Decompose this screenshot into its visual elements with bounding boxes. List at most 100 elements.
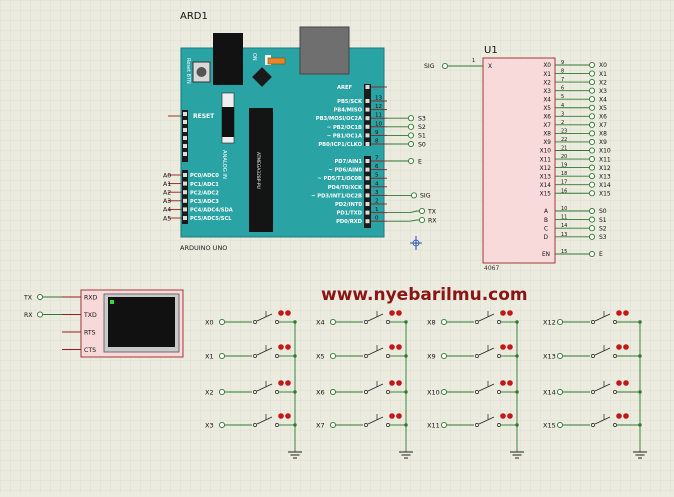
mux-output-terminal[interactable]	[588, 130, 596, 137]
mux-output-terminal[interactable]	[588, 155, 596, 163]
mux-output-terminal[interactable]	[588, 164, 596, 171]
mux-output-terminal[interactable]	[588, 173, 596, 180]
switch-led-dot	[623, 310, 629, 316]
arduino-uno[interactable]: ARD1 Reset BTN ON RESET ATMEGA328P-PU AN…	[163, 11, 387, 252]
mux-en-terminal[interactable]	[588, 250, 596, 258]
net-terminal[interactable]	[407, 140, 415, 148]
switch-led-dot	[500, 413, 506, 419]
mux-output-label: X4	[599, 96, 607, 103]
ground-symbol	[399, 451, 413, 459]
mux-output-terminal[interactable]	[588, 113, 596, 120]
analog-pin-label: A5	[163, 215, 171, 222]
switch-lever	[478, 347, 495, 356]
digital-header	[364, 156, 371, 228]
switch-contact-b	[386, 390, 390, 394]
switch-contact-b	[613, 423, 617, 427]
mux-select-terminal[interactable]	[588, 225, 596, 232]
mux-select-terminal[interactable]	[588, 216, 596, 223]
terminal-net-terminal[interactable]	[36, 293, 44, 301]
mux-select-name: C	[544, 226, 548, 232]
mux-output-terminal[interactable]	[588, 61, 596, 69]
digital-pin-pad	[365, 133, 370, 138]
mux-output-terminal[interactable]	[588, 79, 596, 86]
mux-output-terminal[interactable]	[588, 147, 596, 154]
net-terminal[interactable]	[407, 115, 415, 122]
digital-pin-pad	[365, 159, 370, 163]
switch-contact-a	[253, 320, 257, 324]
analog-pin-label: A2	[163, 190, 171, 197]
switch-net-terminal[interactable]	[556, 318, 564, 326]
switch-net-terminal[interactable]	[440, 388, 448, 396]
switch-net-terminal[interactable]	[556, 388, 564, 396]
switch-lever	[594, 313, 611, 322]
switch-contact-b	[386, 423, 390, 427]
switch-net-terminal[interactable]	[218, 318, 226, 326]
switch-lever	[256, 347, 273, 356]
switch-contact-b	[613, 354, 617, 358]
switch-led-dot	[278, 413, 284, 419]
mux-select-terminal[interactable]	[588, 233, 596, 240]
mux-output-terminal[interactable]	[588, 121, 596, 128]
net-terminal[interactable]	[418, 216, 426, 224]
mux-output-name: X9	[543, 140, 551, 146]
ground-symbol	[288, 451, 302, 459]
net-terminal[interactable]	[418, 207, 426, 215]
reset-label: RESET	[193, 113, 215, 120]
terminal-net-terminal[interactable]	[36, 311, 44, 318]
switch-led-dot	[285, 310, 291, 316]
switch-net-label: X7	[316, 422, 325, 430]
mux-output-terminal[interactable]	[588, 138, 596, 145]
mux-output-pin-num: 7	[561, 77, 564, 83]
switch-net-terminal[interactable]	[556, 421, 564, 429]
switch-led-dot	[389, 380, 395, 386]
mux-output-name: X12	[540, 166, 552, 172]
mux-output-pin-num: 20	[561, 154, 567, 160]
mux-output-name: X15	[540, 191, 552, 197]
switch-net-terminal[interactable]	[440, 318, 448, 326]
net-terminal[interactable]	[407, 157, 415, 165]
switch-net-terminal[interactable]	[329, 352, 337, 360]
terminal-net-label: RX	[24, 312, 33, 319]
switch-net-terminal[interactable]	[556, 352, 564, 360]
switch-net-terminal[interactable]	[440, 352, 448, 360]
switch-net-terminal[interactable]	[218, 388, 226, 396]
reset-header-pad	[183, 136, 187, 140]
switch-contact-a	[253, 390, 257, 394]
digital-pin-pad	[365, 124, 370, 129]
mux-output-name: X7	[543, 123, 551, 129]
switch-net-terminal[interactable]	[218, 421, 226, 429]
net-terminal[interactable]	[407, 132, 415, 139]
switch-net-label: X4	[316, 319, 325, 327]
net-label: S0	[418, 141, 426, 148]
analog-pin-pad	[183, 207, 187, 212]
mux-output-pin-num: 19	[561, 163, 567, 169]
analog-pin-name: PC5/ADC5/SCL	[190, 216, 232, 222]
switch-net-terminal[interactable]	[329, 421, 337, 429]
net-terminal[interactable]	[407, 123, 415, 130]
mux-output-terminal[interactable]	[588, 104, 596, 111]
switch-net-label: X12	[543, 319, 556, 327]
mux-select-terminal[interactable]	[588, 207, 596, 215]
mux-output-terminal[interactable]	[588, 70, 596, 77]
mux-output-terminal[interactable]	[588, 87, 596, 94]
net-label-sig: SIG	[420, 193, 431, 200]
mux-output-label: X10	[599, 148, 611, 155]
chip-label: ATMEGA328P-PU	[255, 152, 261, 189]
mux-output-terminal[interactable]	[588, 96, 596, 103]
switch-net-terminal[interactable]	[440, 421, 448, 429]
mux-output-terminal[interactable]	[588, 190, 596, 197]
mux-select-name: A	[544, 209, 548, 215]
mux-output-terminal[interactable]	[588, 181, 596, 188]
switch-net-terminal[interactable]	[329, 388, 337, 396]
switch-net-terminal[interactable]	[329, 318, 337, 326]
net-terminal[interactable]	[410, 192, 418, 199]
mux-output-label: X8	[599, 131, 607, 138]
switch-net-terminal[interactable]	[218, 352, 226, 360]
switch-net-label: X13	[543, 353, 556, 361]
